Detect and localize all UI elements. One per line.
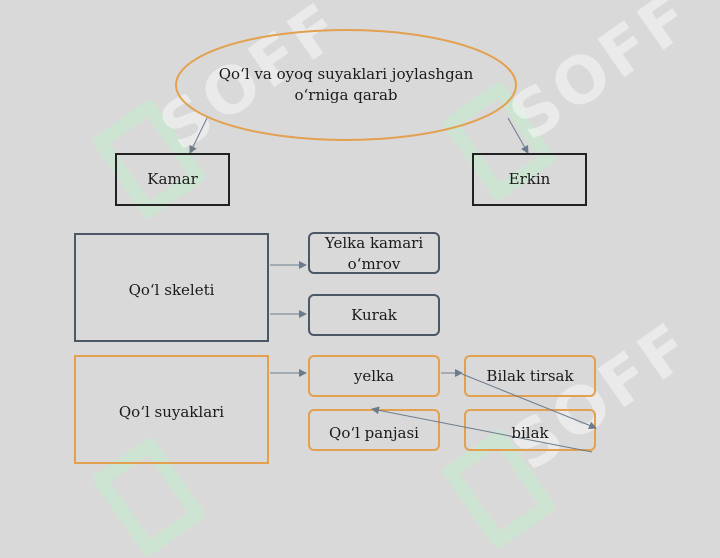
suyaklari-box: [74, 355, 269, 464]
arrow-bilak-to-qol-panjasi: [371, 406, 593, 453]
kurak-box: [308, 294, 440, 336]
erkin-box: [472, 153, 587, 206]
yelka-box: [308, 355, 440, 397]
root-ellipse: [175, 29, 517, 141]
bilak-box: [464, 409, 596, 451]
bilak-tirsak-box: [464, 355, 596, 397]
kamar-box: [115, 153, 230, 206]
diagram-canvas: [74, 29, 597, 464]
arrow-root-to-kamar: [189, 117, 208, 154]
skeleti-box: [74, 233, 269, 342]
arrow-root-to-erkin: [507, 117, 529, 154]
yelka-kamari-box: [308, 232, 440, 274]
qol-panjasi-box: [308, 409, 440, 451]
arrow-yelka-to-bilak: [461, 373, 597, 430]
